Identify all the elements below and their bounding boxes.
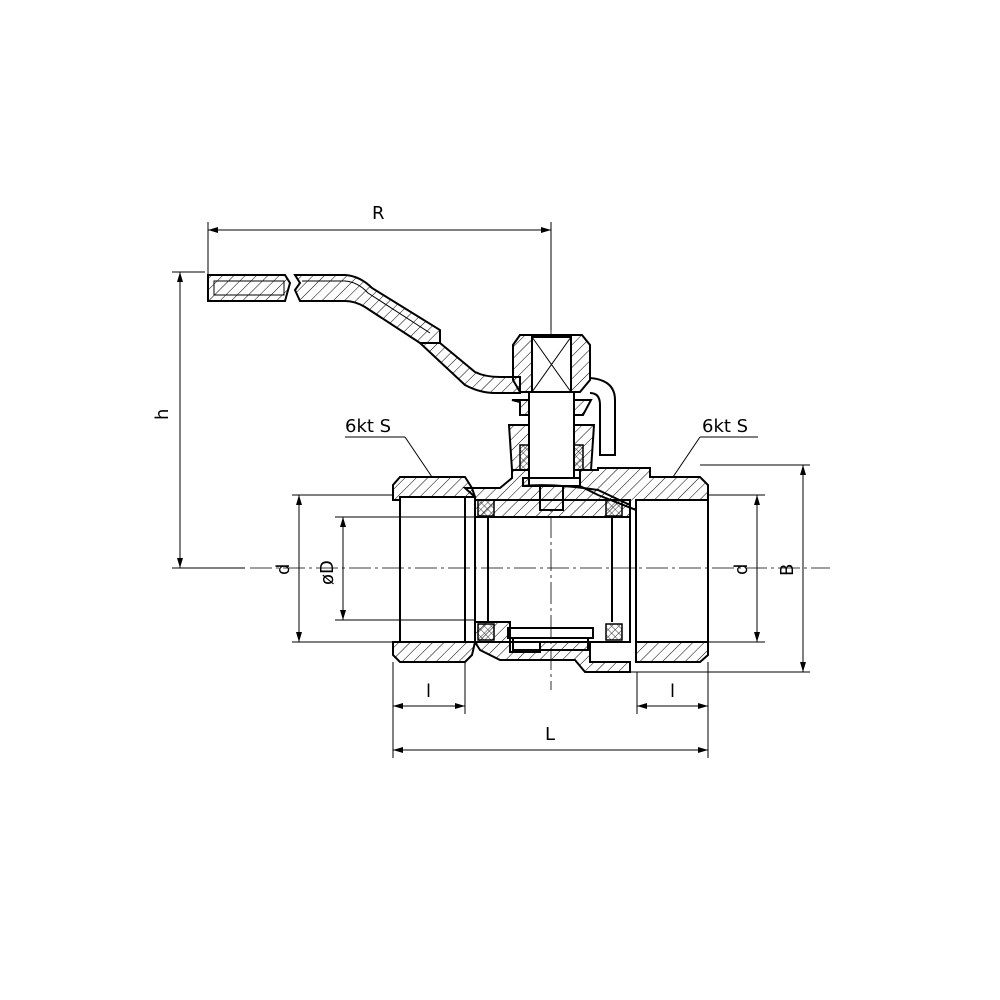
dim-label-l-left: l	[426, 681, 431, 702]
hex-label-left: 6kt S	[345, 416, 391, 437]
handle-lever	[207, 274, 521, 394]
dim-label-L: L	[545, 724, 555, 745]
dim-label-d-left: d	[273, 564, 294, 575]
dim-label-D: øD	[317, 560, 338, 585]
dim-label-R: R	[372, 203, 385, 224]
dim-label-h: h	[152, 409, 173, 420]
dim-label-l-right: l	[670, 681, 675, 702]
dimensions	[172, 222, 810, 758]
ball-and-seats	[474, 499, 631, 651]
dim-label-B: B	[777, 564, 798, 576]
stem-nut	[512, 334, 616, 456]
dim-label-d-right: d	[731, 564, 752, 575]
valve-stem	[507, 391, 596, 511]
hex-label-right: 6kt S	[702, 416, 748, 437]
